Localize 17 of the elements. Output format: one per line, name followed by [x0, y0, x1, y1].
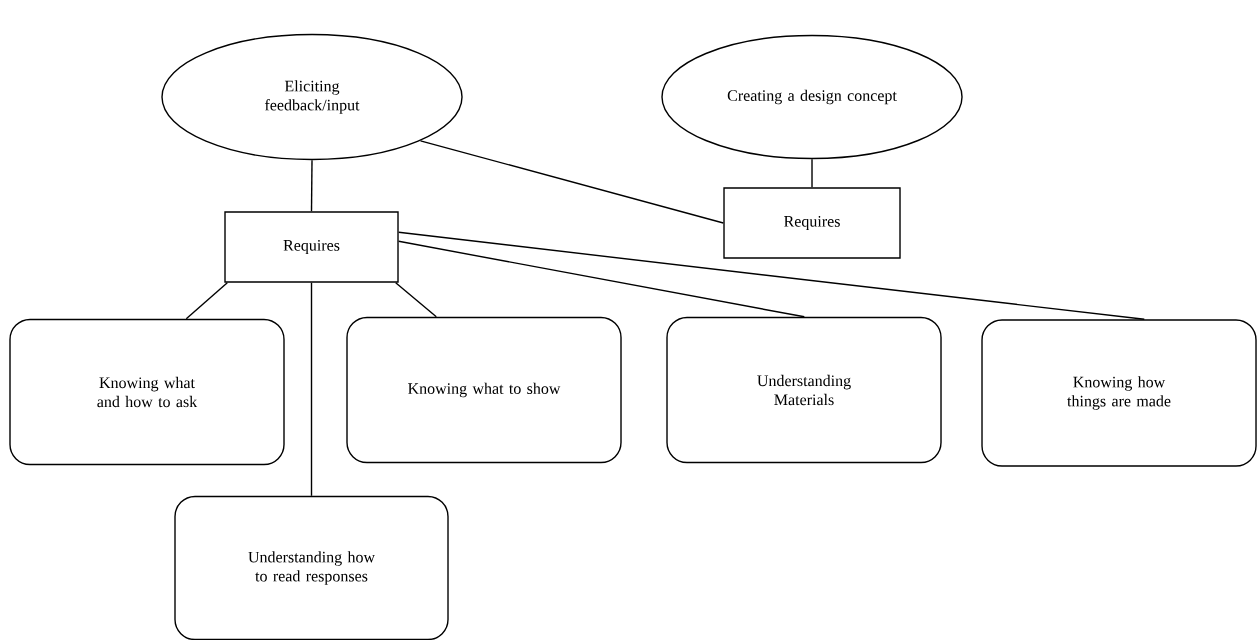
rounded-box: Knowing how things are made — [981, 319, 1257, 467]
connector-line — [811, 158, 813, 188]
connector-line — [310, 282, 313, 497]
connector-line — [185, 282, 228, 320]
process-box: Requires — [723, 187, 901, 259]
ellipse-node: Creating a design concept — [661, 34, 963, 160]
rounded-box: Knowing what to show — [346, 316, 622, 464]
rounded-box: Understanding how to read responses — [174, 495, 449, 640]
connector-line — [398, 231, 1145, 320]
ellipse-node: Eliciting feedback/input — [161, 33, 463, 161]
connector-line — [419, 140, 724, 224]
connector-line — [398, 240, 805, 318]
connector-line — [310, 159, 313, 212]
connector-line — [395, 282, 437, 318]
rounded-box: Knowing what and how to ask — [9, 318, 285, 466]
process-box: Requires — [224, 211, 399, 283]
rounded-box: Understanding Materials — [666, 316, 942, 464]
